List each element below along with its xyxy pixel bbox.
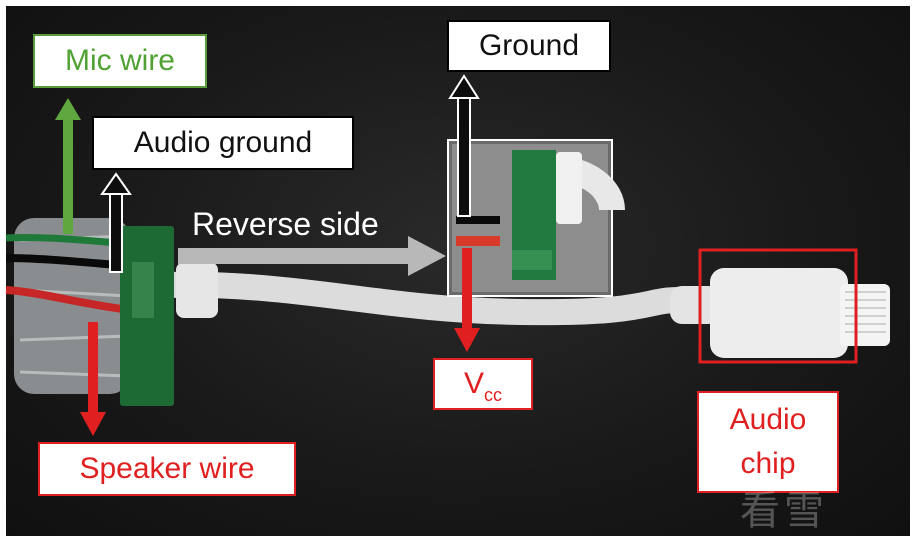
- red-wire: [5, 286, 131, 314]
- vcc-subscript: cc: [484, 385, 502, 405]
- vcc-arrow: [454, 248, 480, 352]
- lightning-pins: [845, 291, 886, 333]
- reverse-side-inset: [447, 139, 625, 297]
- vcc-main: V: [463, 367, 484, 400]
- reverse-side-arrow: [178, 236, 446, 276]
- watermark: 看雪: [740, 488, 828, 534]
- audio-ground-text: Audio ground: [133, 126, 313, 159]
- audio-ground-arrow: [100, 172, 132, 273]
- audio-chip-highlight: [698, 248, 858, 364]
- vcc-text: Vcc: [463, 367, 502, 405]
- mic-wire-label: Mic wire: [33, 34, 207, 88]
- lightning-connector-body: [710, 268, 848, 358]
- speaker-wire-label: Speaker wire: [38, 442, 296, 496]
- audio-ground-label: Audio ground: [92, 116, 354, 170]
- lightning-strain-relief: [670, 286, 720, 324]
- audio-chip-line1: Audio: [729, 403, 807, 436]
- mic-wire-text: Mic wire: [65, 44, 175, 77]
- reverse-side-label: Reverse side: [192, 206, 379, 242]
- ground-arrow: [448, 74, 480, 217]
- ground-text: Ground: [478, 29, 580, 62]
- vcc-label: Vcc: [433, 358, 533, 410]
- usb-cable: [152, 271, 703, 326]
- mic-wire-arrow: [55, 98, 81, 234]
- pcb-pads: [132, 262, 154, 318]
- speaker-wire-arrow: [80, 322, 106, 436]
- audio-chip-line2: chip: [740, 447, 796, 480]
- speaker-wire-text: Speaker wire: [79, 452, 255, 485]
- ground-label: Ground: [447, 20, 611, 72]
- audio-chip-label: Audio chip: [697, 391, 839, 493]
- cable-collar-left: [176, 262, 218, 318]
